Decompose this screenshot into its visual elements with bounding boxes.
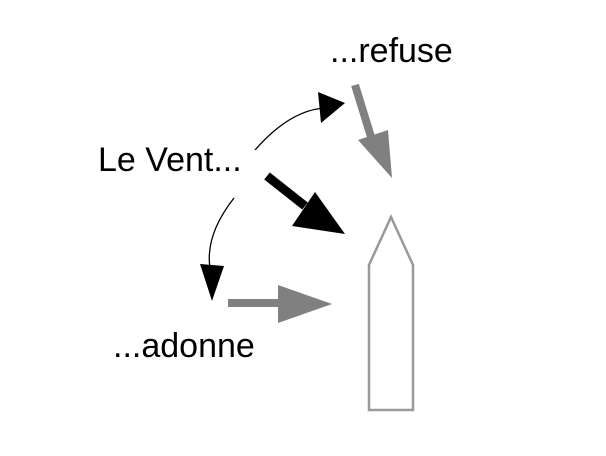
label-adonne: ...adonne: [113, 327, 255, 365]
curve-to-refuse: [254, 92, 345, 151]
adonne-wind-arrow-icon: [228, 285, 332, 323]
curve-to-adonne: [200, 197, 235, 301]
refuse-wind-arrow-icon: [351, 83, 392, 178]
label-wind: Le Vent...: [98, 141, 242, 179]
label-refuse: ...refuse: [330, 32, 453, 70]
boat-hull-icon: [367, 213, 415, 412]
wind-direction-arrow-icon: [264, 172, 345, 234]
